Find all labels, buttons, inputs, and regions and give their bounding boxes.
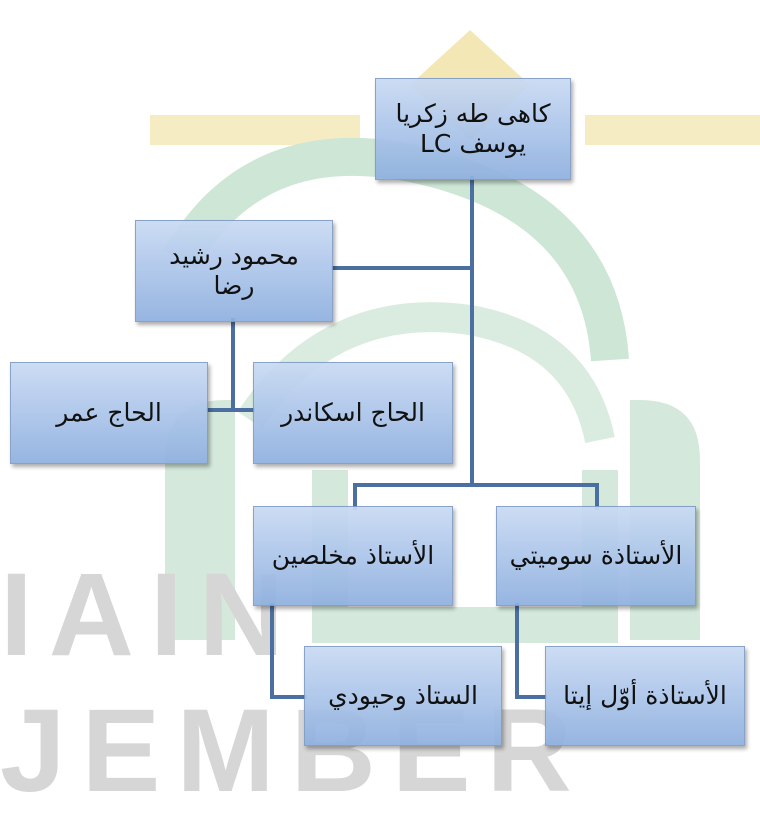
- node-wahyudi: الستاذ وحيودي: [304, 646, 502, 746]
- node-mahmud-line1: محمود رشيد: [169, 240, 299, 270]
- node-mukhlisin-label: الأستاذ مخلصين: [271, 540, 435, 570]
- node-sumiti: الأستاذة سوميتي: [496, 506, 696, 606]
- node-umar: الحاج عمر: [10, 362, 208, 464]
- node-iskandar-label: الحاج اسكاندر: [281, 397, 425, 427]
- node-mahmud: محمود رشيد رضا: [135, 220, 333, 322]
- node-root-line2: يوسف LC: [419, 129, 527, 158]
- node-mahmud-line2: رضا: [213, 271, 255, 300]
- node-umar-label: الحاج عمر: [56, 397, 162, 427]
- node-mukhlisin: الأستاذ مخلصين: [253, 506, 453, 606]
- node-wahyudi-label: الستاذ وحيودي: [328, 680, 478, 710]
- node-iskandar: الحاج اسكاندر: [253, 362, 453, 464]
- node-root-line1: كاهى طه زكريا: [395, 98, 551, 128]
- connector-lines: [206, 176, 599, 699]
- node-root: كاهى طه زكريا يوسف LC: [375, 78, 571, 180]
- node-awal-label: الأستاذة أوّل إيتا: [563, 680, 727, 710]
- node-awal: الأستاذة أوّل إيتا: [545, 646, 745, 746]
- node-sumiti-label: الأستاذة سوميتي: [509, 540, 683, 570]
